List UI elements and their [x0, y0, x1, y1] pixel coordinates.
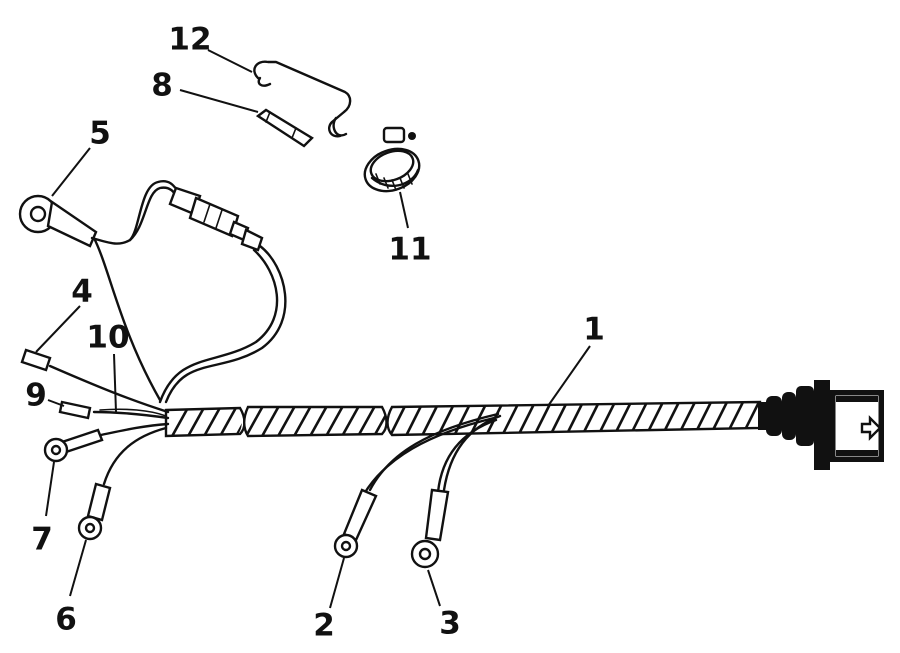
callout-5: 5	[89, 115, 111, 152]
callout-1: 1	[583, 311, 605, 348]
left-lead-wires	[20, 348, 170, 541]
bracket-part	[253, 60, 352, 138]
callout-12: 12	[168, 21, 212, 58]
fuse-part	[255, 108, 314, 148]
callout-11: 11	[388, 231, 432, 268]
callout-8: 8	[151, 67, 173, 104]
hose-clamp-part	[363, 126, 421, 193]
ground-lead-wires	[333, 412, 502, 569]
callout-9: 9	[25, 377, 47, 414]
callout-3: 3	[439, 605, 461, 642]
callout-2: 2	[313, 607, 335, 644]
callout-7: 7	[31, 521, 53, 558]
callout-leaders	[35, 49, 591, 609]
harness-plug-connector	[758, 380, 884, 470]
callout-4: 4	[71, 273, 93, 310]
callout-10: 10	[86, 319, 130, 356]
harness-sheath	[164, 400, 762, 438]
ring-terminal-5	[18, 194, 162, 402]
fuse-holder-lead	[128, 180, 287, 404]
callout-6: 6	[55, 601, 77, 638]
